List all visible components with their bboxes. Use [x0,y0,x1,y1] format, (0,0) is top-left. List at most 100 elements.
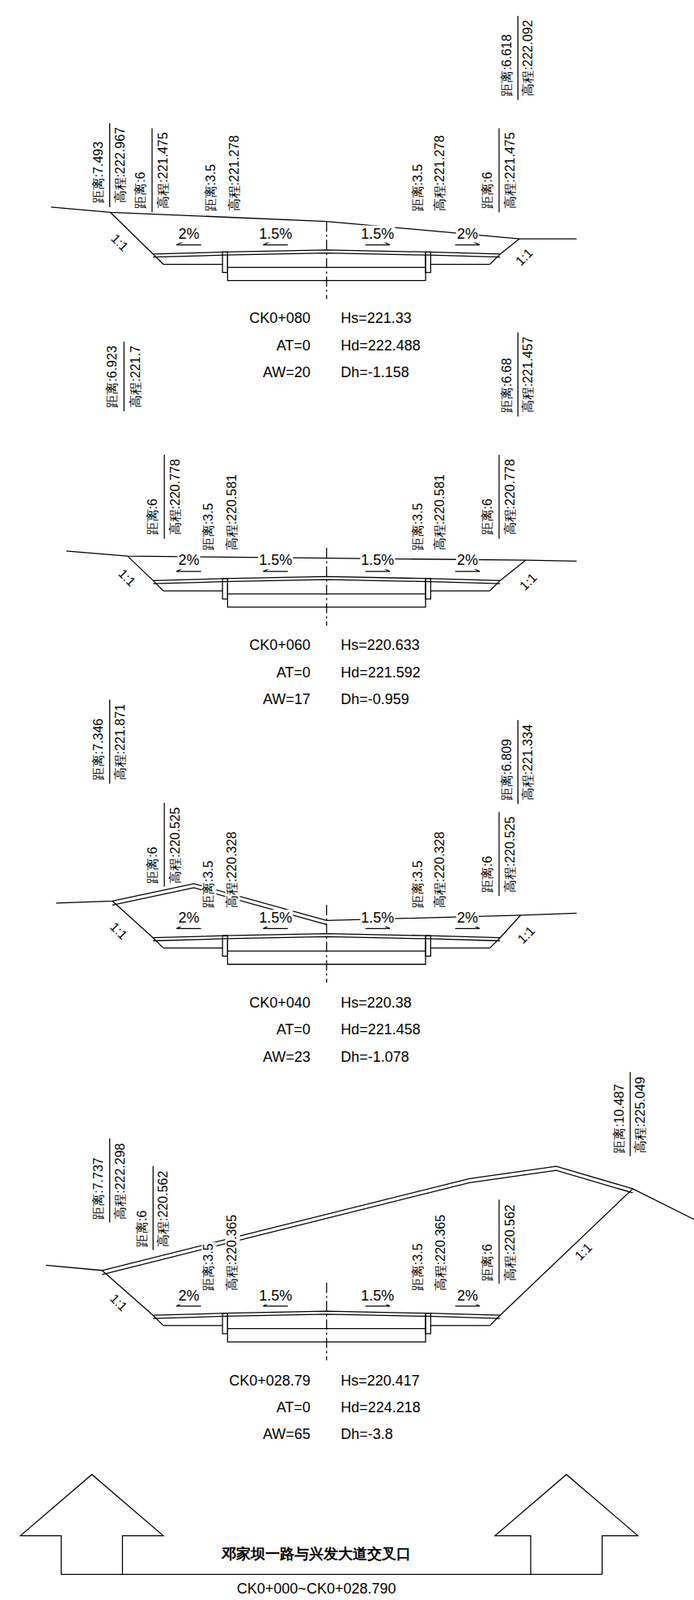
elevation-label: 高程:220.525 [503,815,518,893]
center-line [325,904,327,982]
cross-slope: 1.5% [359,551,395,569]
elevation-label: 高程:220.581 [224,473,240,551]
cross-section [55,883,577,982]
elevation-label: 高程:220.778 [168,457,183,536]
elevation-label: 高程:221.871 [113,702,128,781]
slope-arrow [365,927,390,929]
ground-line [66,550,577,562]
curb [222,935,228,956]
slope-arrow [176,927,201,929]
station-info: CK0+060 [248,636,312,654]
direction-arrow [495,1473,639,1575]
cross-section [50,207,577,299]
distance-label: 距离:10.487 [612,1082,627,1153]
elevation-label: 高程:220.328 [432,830,448,909]
slope-arrow [455,927,480,929]
cross-slope: 2% [456,909,479,927]
distance-label: 距离:3.5 [201,859,216,909]
slope-arrow [176,570,201,572]
sidewalk-base [163,1324,223,1325]
slope-arrow [263,1304,288,1306]
cross-section [66,547,577,626]
station-info: Dh=-1.078 [339,1048,411,1066]
side-slope [490,914,521,948]
leader-line [517,332,519,417]
elevation-label: 高程:220.562 [156,1169,171,1248]
cross-section [46,1165,694,1360]
cross-slope: 2% [456,225,479,243]
curb [222,578,228,599]
slope-ratio: 1:1 [114,565,139,590]
station-info: Dh=-0.959 [339,690,411,708]
leader-line [164,802,166,887]
slope-arrow [365,570,390,572]
slope-arrow [455,1304,480,1306]
slope-arrow [176,241,183,246]
ground-line [101,1169,633,1274]
elevation-label: 高程:222.967 [113,126,128,204]
leader-line [109,1138,111,1223]
slope-ratio: 1:1 [514,922,539,948]
distance-label: 距离:3.5 [201,1241,216,1291]
leader-line [498,1198,500,1283]
station-info: AW=17 [262,690,312,708]
cross-slope: 2% [177,551,200,569]
elevation-label: 高程:220.778 [503,457,518,536]
slope-arrow [365,244,390,246]
leader-line [164,454,166,539]
elevation-label: 高程:222.298 [113,1142,128,1220]
cross-slope: 2% [177,225,200,243]
slope-arrow [455,244,480,246]
distance-label: 距离:6 [133,170,149,209]
distance-label: 距离:6 [480,854,496,893]
cross-slope: 1.5% [258,1286,293,1304]
elevation-label: 高程:220.581 [432,473,448,551]
elevation-label: 高程:221.475 [156,131,171,209]
distance-label: 距离:6 [480,1242,496,1281]
distance-label: 距离:6.618 [499,33,515,97]
elevation-label: 高程:220.365 [433,1213,449,1291]
sections [46,207,694,1360]
distance-label: 距离:3.5 [410,163,426,213]
slope-arrow [263,244,288,246]
distance-label: 距离:7.493 [91,140,106,204]
station-info: AT=0 [275,337,312,355]
slope-arrow [263,570,288,572]
distance-label: 距离:3.5 [410,859,426,909]
curb [222,1312,228,1333]
cross-slope: 2% [456,1286,479,1304]
junction-line [61,1573,603,1575]
elevation-label: 高程:220.328 [224,830,240,909]
slope-arrow [263,927,288,929]
sidewalk-base [430,947,490,948]
side-slope [101,1269,164,1325]
curb [425,1312,431,1333]
leader-line [109,699,111,784]
distance-label: 距离:7.737 [91,1155,106,1219]
cross-slope: 1.5% [258,225,293,243]
leader-lines [110,16,631,1283]
elevation-label: 高程:221.475 [503,131,518,209]
distance-label: 距离:6.68 [499,356,515,414]
elevation-label: 高程:220.365 [224,1213,240,1291]
leader-line [498,811,500,896]
station-info: CK0+080 [248,309,312,327]
station-info: CK0+040 [248,994,312,1012]
slope-ratio: 1:1 [105,918,131,944]
station-info: Dh=-3.8 [339,1425,394,1443]
elevation-label: 高程:221.7 [128,344,144,408]
distance-label: 距离:6.923 [105,344,120,408]
station-info: Hs=220.417 [339,1371,421,1389]
sidewalk-base [163,947,223,948]
sidewalk-base [430,263,490,265]
curb [222,251,228,272]
cross-slope: 1.5% [359,225,395,243]
sidewalk-base [430,1324,490,1325]
station-info: Hd=221.592 [339,664,422,682]
cross-slope: 1.5% [258,909,293,927]
leader-line [151,127,153,212]
slope-arrow [365,1304,390,1306]
distance-label: 距离:6 [145,845,161,884]
